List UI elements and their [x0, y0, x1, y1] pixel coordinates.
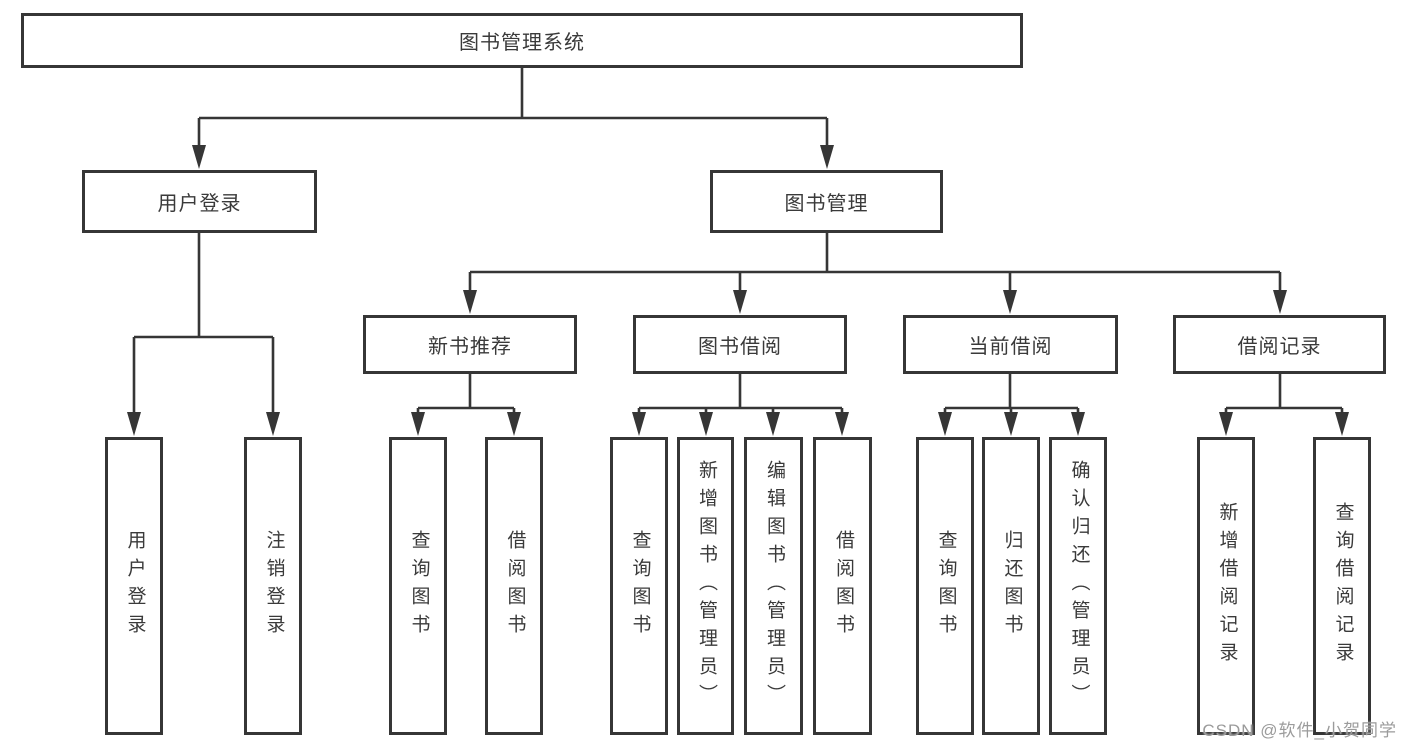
leaf-query-borrow-record: 查询借阅记录: [1313, 437, 1371, 735]
node-new-book-recommend: 新书推荐: [363, 315, 577, 374]
leaf-edit-book-admin: 编辑图书（管理员）: [744, 437, 803, 735]
leaf-label: 注销登录: [263, 530, 285, 642]
node-label: 图书借阅: [698, 336, 782, 358]
node-label: 图书管理系统: [459, 32, 585, 54]
leaf-query-books-borrow: 查询图书: [610, 437, 668, 735]
node-label: 新书推荐: [428, 336, 512, 358]
leaf-query-books-recommend: 查询图书: [389, 437, 447, 735]
node-root-system: 图书管理系统: [21, 13, 1023, 68]
node-current-borrow: 当前借阅: [903, 315, 1118, 374]
leaf-user-login: 用户登录: [105, 437, 163, 735]
node-user-login-module: 用户登录: [82, 170, 317, 233]
leaf-label: 查询图书: [935, 530, 957, 642]
node-book-management: 图书管理: [710, 170, 943, 233]
leaf-label: 查询图书: [408, 530, 430, 642]
leaf-label: 新增借阅记录: [1216, 502, 1238, 670]
leaf-add-borrow-record: 新增借阅记录: [1197, 437, 1255, 735]
node-book-borrow: 图书借阅: [633, 315, 847, 374]
leaf-label: 借阅图书: [832, 530, 854, 642]
leaf-query-books-current: 查询图书: [916, 437, 974, 735]
leaf-label: 编辑图书（管理员）: [763, 460, 785, 712]
leaf-label: 归还图书: [1001, 530, 1023, 642]
leaf-label: 查询借阅记录: [1332, 502, 1354, 670]
leaf-borrow-books: 借阅图书: [813, 437, 872, 735]
node-label: 图书管理: [784, 193, 869, 215]
leaf-logout: 注销登录: [244, 437, 302, 735]
leaf-return-book: 归还图书: [982, 437, 1040, 735]
leaf-label: 用户登录: [124, 530, 146, 642]
node-label: 借阅记录: [1237, 336, 1322, 358]
csdn-watermark: CSDN @软件_小贺同学: [1202, 721, 1397, 740]
leaf-label: 确认归还（管理员）: [1068, 460, 1090, 712]
leaf-label: 借阅图书: [504, 530, 526, 642]
leaf-borrow-books-recommend: 借阅图书: [485, 437, 543, 735]
node-borrow-records: 借阅记录: [1173, 315, 1386, 374]
leaf-add-book-admin: 新增图书（管理员）: [677, 437, 734, 735]
leaf-confirm-return-admin: 确认归还（管理员）: [1049, 437, 1107, 735]
node-label: 当前借阅: [968, 336, 1053, 358]
leaf-label: 查询图书: [629, 530, 651, 642]
node-label: 用户登录: [157, 193, 242, 215]
leaf-label: 新增图书（管理员）: [695, 460, 717, 712]
